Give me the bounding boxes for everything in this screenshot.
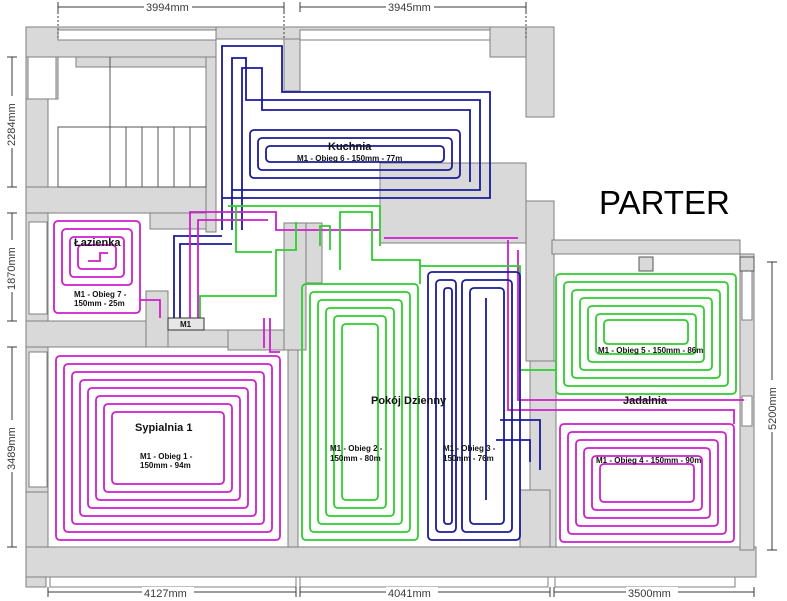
loop-sypialnia: [55, 211, 380, 541]
loop-label-obieg2-line1: M1 - Obieg 2 -: [330, 444, 383, 453]
room-label-kuchnia: Kuchnia: [328, 141, 372, 153]
loop-label-obieg5: M1 - Obieg 5 - 150mm - 86m: [598, 346, 703, 355]
dim-bottom-2: 4041mm: [388, 588, 431, 600]
posts: [638, 256, 755, 272]
dim-left-3: 3489mm: [6, 427, 18, 470]
loop-label-obieg3-line2: 150mm - 76m: [443, 454, 494, 463]
dim-top-right: 3945mm: [388, 2, 431, 14]
loop-label-obieg3-line1: M1 - Obieg 3 -: [443, 444, 496, 453]
room-label-pokoj: Pokój Dzienny: [371, 395, 447, 407]
loop-label-obieg1-line1: M1 - Obieg 1 -: [140, 452, 193, 461]
dim-top-left: 3994mm: [146, 2, 189, 14]
dim-left-2: 1870mm: [6, 247, 18, 290]
loop-label-obieg7-line1: M1 - Obieg 7 -: [74, 290, 127, 299]
loop-label-obieg1-line2: 150mm - 94m: [140, 461, 191, 470]
loop-label-obieg2-line2: 150mm - 80m: [330, 454, 381, 463]
loop-jadalnia-lower: [384, 237, 744, 543]
dim-bottom-1: 4127mm: [144, 588, 187, 600]
loop-pokoj-left: [199, 205, 421, 541]
dim-left-1: 2284mm: [6, 103, 18, 146]
manifold-label: M1: [180, 320, 192, 329]
loop-label-obieg4: M1 - Obieg 4 - 150mm - 90m: [596, 456, 701, 465]
loop-lazienka: [53, 220, 161, 318]
loop-pokoj-right: [427, 271, 541, 541]
room-label-lazienka: Łazienka: [74, 237, 121, 249]
walls: [25, 26, 757, 588]
loop-label-obieg6: M1 - Obieg 6 - 150mm - 77m: [297, 154, 402, 163]
loop-kuchnia: [173, 45, 491, 318]
room-label-sypialnia: Sypialnia 1: [135, 422, 192, 434]
room-label-jadalnia: Jadalnia: [623, 395, 668, 407]
windows: [27, 29, 753, 588]
staircase: [57, 57, 207, 188]
loop-jadalnia-upper: [420, 265, 737, 395]
manifold: M1: [167, 317, 205, 331]
dim-right: 5200mm: [767, 387, 779, 430]
loop-label-obieg7-line2: 150mm - 25m: [74, 299, 125, 308]
dim-bottom-3: 3500mm: [628, 588, 671, 600]
floor-title: PARTER: [599, 184, 730, 221]
